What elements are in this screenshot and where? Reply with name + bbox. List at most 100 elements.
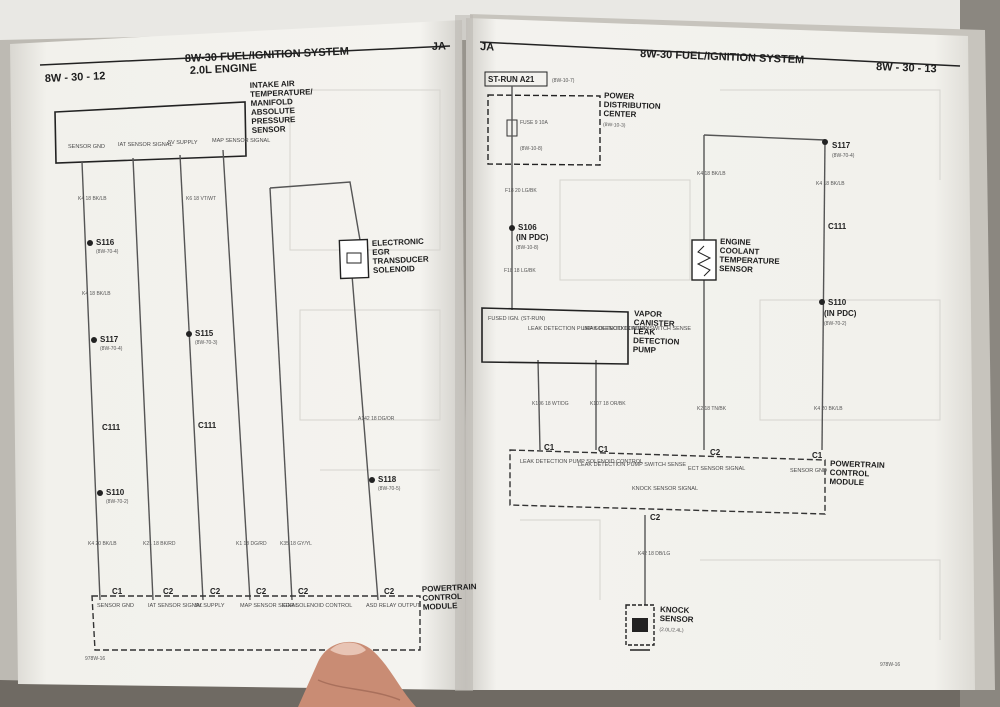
diagram-label: (8W-10-3) xyxy=(603,122,626,129)
diagram-label: IAT SENSOR SIGNAL xyxy=(148,603,203,609)
diagram-label: (IN PDC) xyxy=(824,309,857,318)
diagram-label: S110 xyxy=(828,298,847,307)
diagram-label: POWERTRAIN xyxy=(830,459,885,470)
diagram-label: SENSOR xyxy=(252,124,286,134)
diagram-label: EGR SOLENOID CONTROL xyxy=(282,603,352,609)
diagram-label: TEMPERATURE/ xyxy=(250,87,314,99)
diagram-label: POWERTRAIN xyxy=(422,582,477,594)
ect-sensor: ENGINE COOLANT TEMPERATURE SENSOR xyxy=(691,237,781,281)
diagram-label: SENSOR GND xyxy=(68,144,105,150)
diagram-label: ST-RUN A21 xyxy=(488,75,535,84)
diagram-label: A142 18 DG/OR xyxy=(358,416,395,422)
right-pcm: C1 C1 C2 C1 C2 LEAK DETECTION PUMP SOLEN… xyxy=(509,443,885,522)
diagram-label: C111 xyxy=(828,222,847,231)
diagram-label: C2 xyxy=(163,587,174,596)
diagram-label: SOLENOID xyxy=(373,264,415,275)
diagram-label: S106 xyxy=(518,223,537,232)
bleed-through xyxy=(289,89,941,640)
diagram-label: (8W-70-4) xyxy=(832,153,855,159)
left-splices: S116 (8W-70-4) S117 (8W-70-4) S115 (8W-7… xyxy=(87,238,401,505)
diagram-label: MAP SENSOR SIGNAL xyxy=(240,603,298,609)
diagram-label: C1 xyxy=(112,587,123,596)
diagram-label: ABSOLUTE xyxy=(251,106,296,117)
diagram-label: LEAK xyxy=(633,327,655,337)
left-page-code: 8W - 30 - 12 xyxy=(45,70,106,85)
diagram-label: F18 20 LG/BK xyxy=(505,188,537,194)
diagram-label: K4 20 BK/LB xyxy=(88,541,117,547)
diagram-label: MODULE xyxy=(829,477,865,487)
diagram-label: C2 xyxy=(650,513,661,522)
diagram-label: S110 xyxy=(106,488,125,497)
diagram-label: TEMPERATURE xyxy=(719,255,780,266)
left-pcm: C1 C2 C2 C2 C2 C2 SENSOR GND IAT SENSOR … xyxy=(91,582,477,651)
diagram-label: (8W-70-3) xyxy=(195,340,218,346)
diagram-label: C2 xyxy=(256,587,267,596)
diagram-label: ELECTRONIC xyxy=(372,237,425,248)
diagram-label: PUMP xyxy=(633,345,657,355)
diagram-label: KNOCK SENSOR SIGNAL xyxy=(632,486,698,492)
diagram-label: K4 18 BK/LB xyxy=(78,196,107,202)
diagram-label: (8W-10-8) xyxy=(520,146,543,152)
diagram-label: KNOCK xyxy=(660,605,690,615)
diagram-label: S117 xyxy=(100,335,119,344)
left-wire-codes: K4 18 BK/LB K4 18 BK/LB K4 20 BK/LB K21 … xyxy=(78,196,395,547)
right-wires xyxy=(511,86,826,605)
left-page xyxy=(10,20,466,690)
diagram-label: K2 18 TN/BK xyxy=(697,406,727,412)
diagram-label: S117 xyxy=(832,141,851,150)
diagram-label: C1 xyxy=(598,445,609,454)
diagram-label: CANISTER xyxy=(634,318,675,328)
diagram-label: CENTER xyxy=(603,109,636,119)
diagram-label: C1 xyxy=(812,451,823,460)
diagram-label: K107 18 OR/BK xyxy=(590,401,626,407)
diagram-label: K21 18 BK/RD xyxy=(143,541,176,547)
diagram-label: C1 xyxy=(544,443,555,452)
diagram-label: C2 xyxy=(710,448,721,457)
diagram-label: F18 18 LG/BK xyxy=(504,268,536,274)
diagram-label: ENGINE xyxy=(720,237,752,247)
diagram-label: C2 xyxy=(298,587,309,596)
diagram-label: K4 18 BK/LB xyxy=(82,291,111,297)
diagram-label: SENSOR GND xyxy=(97,603,134,609)
right-vehicle-code: JA xyxy=(480,41,495,54)
diagram-label: SENSOR xyxy=(719,264,753,274)
diagram-label: C111 xyxy=(102,423,121,432)
diagram-label: K35 18 GY/YL xyxy=(280,541,312,547)
diagram-label: DISTRIBUTION xyxy=(604,100,661,111)
knock-sensor: KNOCK SENSOR (2.0L/2.4L) xyxy=(625,604,694,651)
diagram-label: K4 20 BK/LB xyxy=(814,406,843,412)
right-footer-code: 978W-16 xyxy=(880,662,900,668)
diagram-label: ECT SENSOR SIGNAL xyxy=(688,466,745,472)
diagram-label: K6 18 VT/WT xyxy=(186,196,216,202)
egr-solenoid: ELECTRONIC EGR TRANSDUCER SOLENOID xyxy=(338,237,429,280)
diagram-label: FUSED IGN. (ST-RUN) xyxy=(488,316,545,322)
diagram-label: (8W-70-2) xyxy=(824,321,847,327)
diagram-label: (8W-10-7) xyxy=(552,78,575,84)
diagram-label: ASD RELAY OUTPUT xyxy=(366,603,421,609)
diagram-label: (8W-70-5) xyxy=(378,486,401,492)
right-page-code: 8W - 30 - 13 xyxy=(876,61,937,75)
diagram-label: FUSE 9 10A xyxy=(520,120,548,126)
diagram-label: CONTROL xyxy=(830,468,870,478)
left-vehicle-code: JA xyxy=(432,40,447,53)
diagram-label: PRESSURE xyxy=(251,115,296,126)
diagram-label: SENSOR GND xyxy=(790,468,827,474)
diagram-label: LEAK DETECTION PUMP SOLENOID CONTROL xyxy=(520,459,643,465)
diagram-label: (2.0L/2.4L) xyxy=(659,627,684,634)
diagram-label: K42 18 DB/LG xyxy=(638,551,670,557)
leak-detection-pump: FUSED IGN. (ST-RUN) LEAK DETECTION PUMP … xyxy=(481,307,691,365)
diagram-label: IAT SENSOR SIGNAL xyxy=(118,142,173,148)
diagram-label: (8W-70-4) xyxy=(96,249,119,255)
diagram-label: LEAK DETECTION PUMP SWITCH SENSE xyxy=(583,326,691,332)
diagram-label: LEAK DETECTION PUMP SOLENOID CONTROL xyxy=(528,326,651,332)
diagram-label: MANIFOLD xyxy=(250,97,293,108)
diagram-label: C111 xyxy=(198,421,217,430)
diagram-label: K4 18 BK/LB xyxy=(816,181,845,187)
diagram-label: C2 xyxy=(384,587,395,596)
diagram-label: K4 18 BK/LB xyxy=(697,171,726,177)
diagram-label: INTAKE AIR xyxy=(250,79,295,90)
diagram-label: 5V SUPPLY xyxy=(168,140,198,146)
diagram-label: K1 18 DG/RD xyxy=(236,541,267,547)
right-splices: S106 (IN PDC) (8W-10-8) S117 (8W-70-4) C… xyxy=(509,139,857,327)
